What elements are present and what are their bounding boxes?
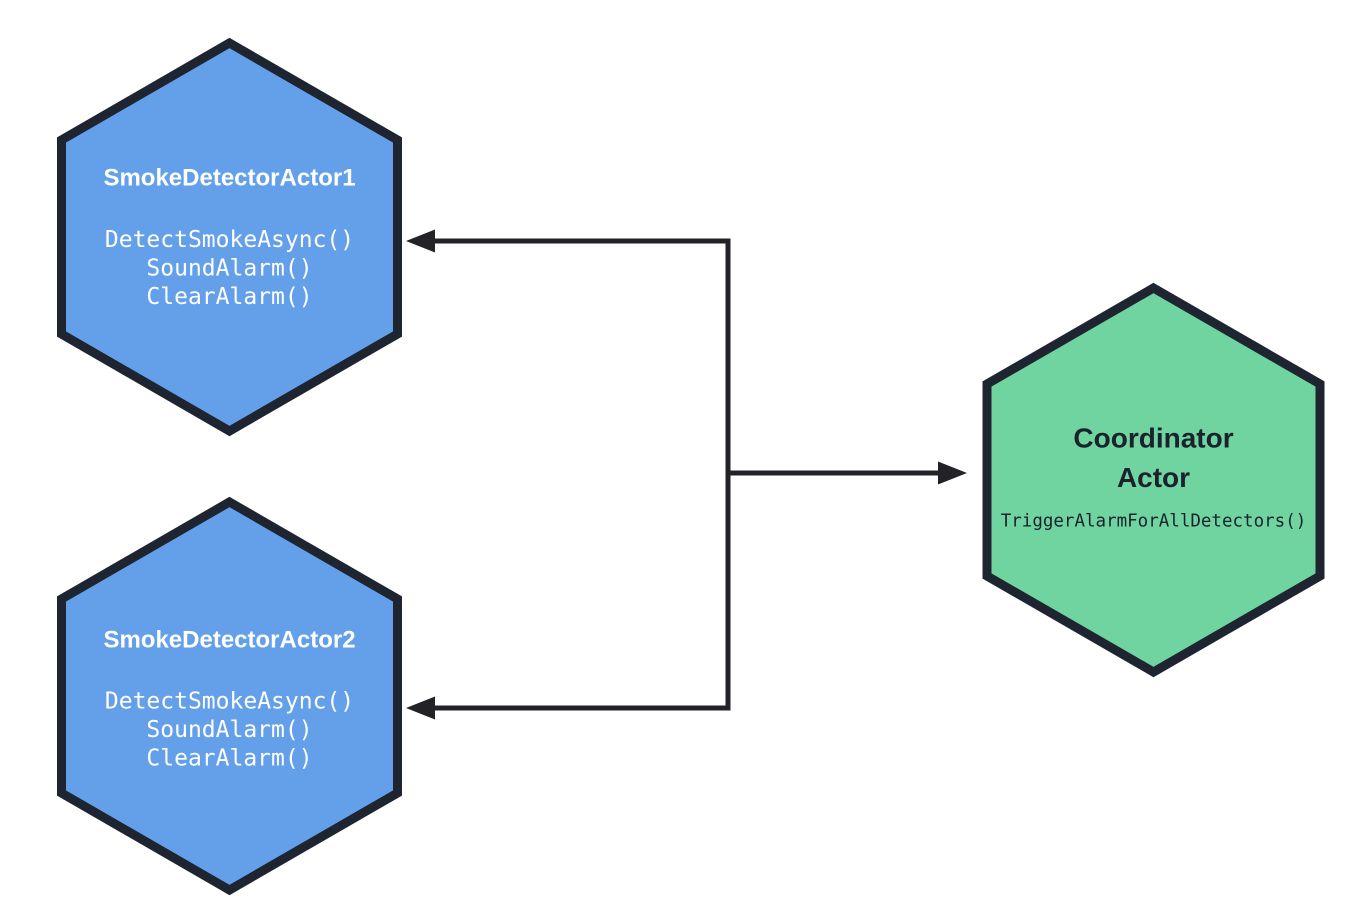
edge-trunk-to-detectors-path <box>412 238 731 711</box>
node-title-line-2: Actor <box>1117 462 1190 493</box>
node-coordinator-actor: Coordinator Actor TriggerAlarmForAllDete… <box>982 282 1325 678</box>
edges-group <box>406 229 967 720</box>
node-method: ClearAlarm() <box>146 284 312 310</box>
hexagon-shape <box>982 282 1325 678</box>
arrowhead-to-detector-1-icon <box>406 229 435 253</box>
node-method: DetectSmokeAsync() <box>105 227 354 253</box>
node-method: TriggerAlarmForAllDetectors() <box>1001 512 1307 532</box>
node-method: DetectSmokeAsync() <box>105 689 354 715</box>
arrowhead-to-detector-2-icon <box>406 696 435 720</box>
node-method: ClearAlarm() <box>146 746 312 772</box>
arrowhead-to-coordinator-icon <box>938 461 967 485</box>
node-method: SoundAlarm() <box>146 256 312 282</box>
node-smoke-detector-actor-1: SmokeDetectorActor1 DetectSmokeAsync() S… <box>57 37 402 437</box>
hexagon-shape <box>57 37 402 437</box>
node-title: SmokeDetectorActor1 <box>103 165 355 192</box>
node-title: SmokeDetectorActor2 <box>103 627 355 654</box>
node-method: SoundAlarm() <box>146 717 312 743</box>
node-smoke-detector-actor-2: SmokeDetectorActor2 DetectSmokeAsync() S… <box>57 496 402 896</box>
hexagon-shape <box>57 496 402 896</box>
node-title-line-1: Coordinator <box>1073 423 1233 454</box>
